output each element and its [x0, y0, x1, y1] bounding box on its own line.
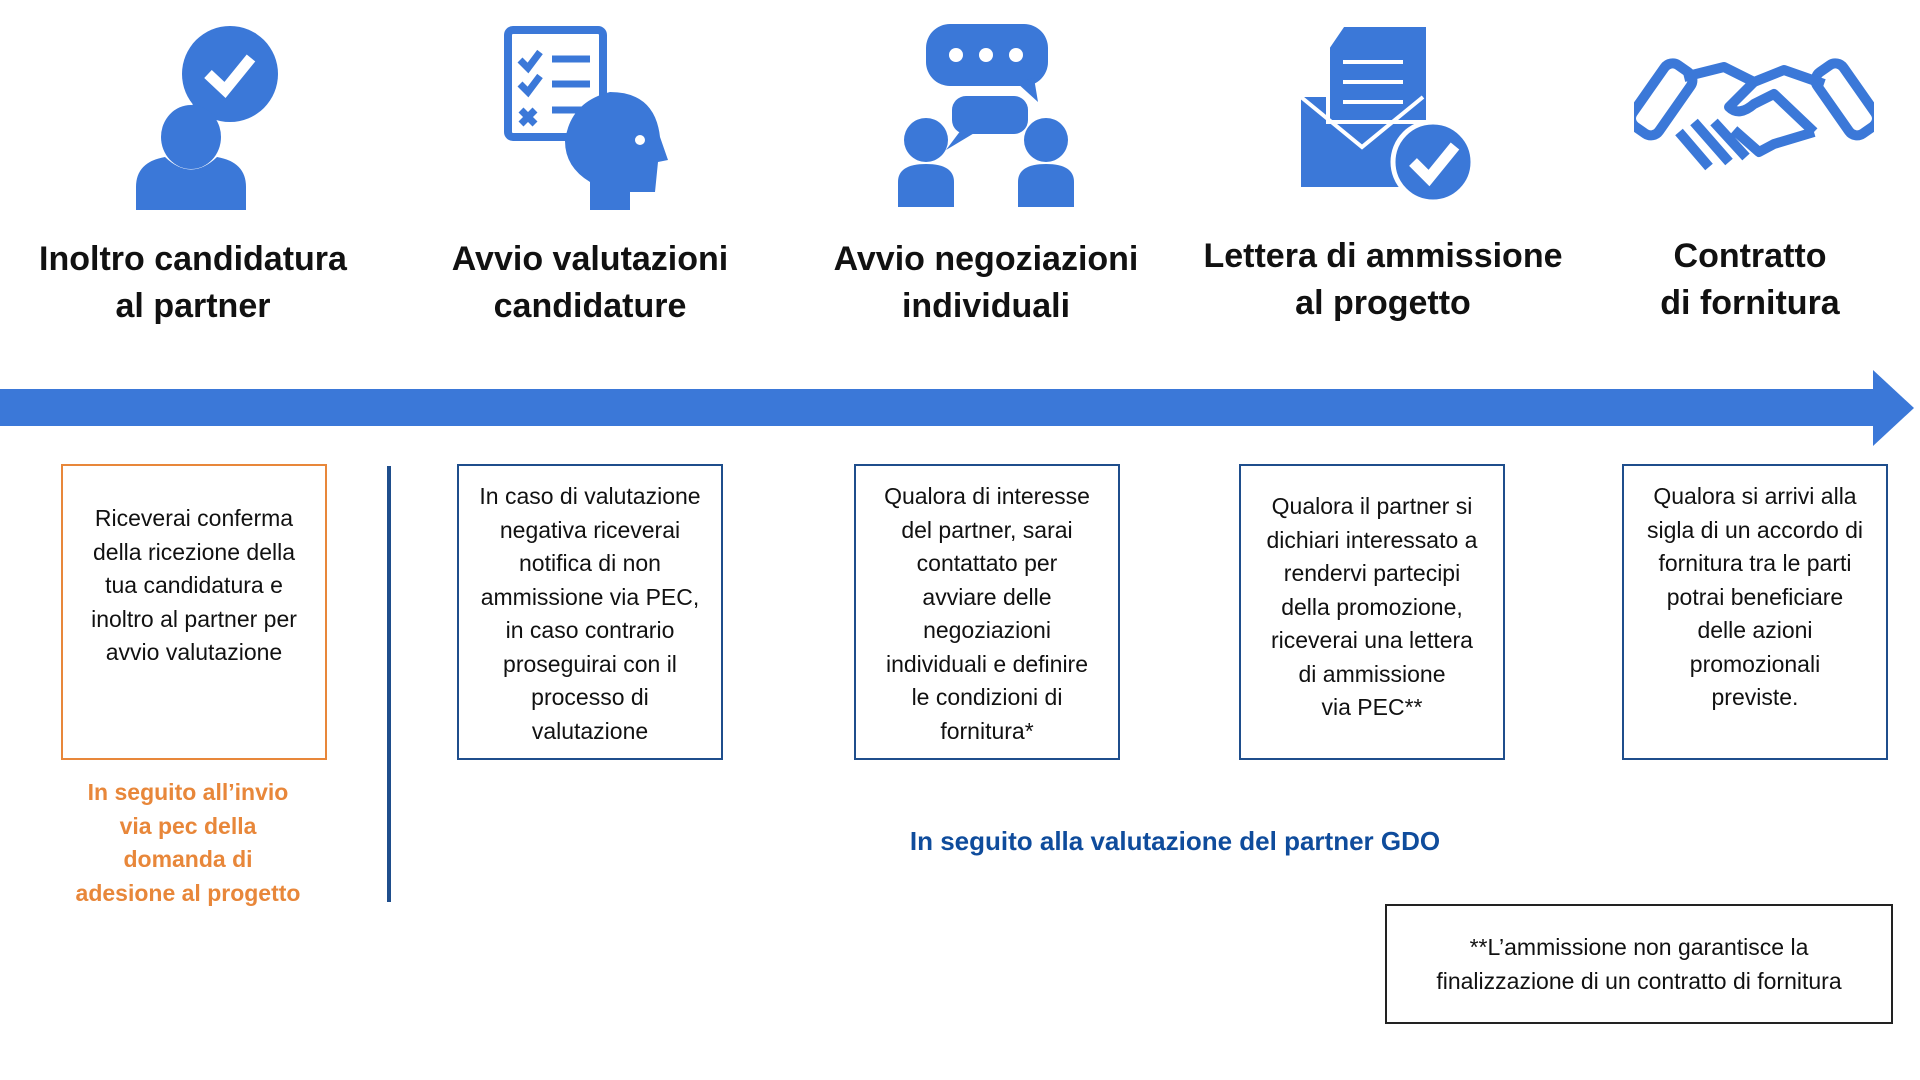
timeline-arrow: [0, 370, 1914, 446]
step-2-description: In caso di valutazione negativa riceverai…: [457, 464, 723, 760]
text-line: **L’ammissione non garantisce la: [1469, 934, 1809, 960]
text-line: via PEC**: [1321, 694, 1423, 720]
text-line: delle azioni: [1697, 617, 1813, 643]
text-line: individuali e definire: [885, 650, 1088, 677]
person-check-bubble-icon: [93, 22, 293, 212]
step-3-description: Qualora di interesse del partner, sarai co…: [854, 464, 1120, 760]
text-line: negoziazioni: [923, 617, 1051, 643]
handshake-icon: [1626, 22, 1882, 212]
step-5-title: Contratto di fornitura: [1555, 233, 1920, 327]
text-line: processo di: [531, 684, 649, 710]
text-line: riceverai una lettera: [1270, 627, 1473, 653]
text-line: via pec della: [119, 812, 257, 839]
footnote-box: **L’ammissione non garantisce la finalizz…: [1385, 904, 1893, 1024]
text-line: le condizioni di: [911, 684, 1063, 710]
divider-line: [387, 466, 391, 902]
text-line: adesione al progetto: [75, 879, 301, 906]
text-line: previste.: [1711, 684, 1799, 710]
text-line: avvio valutazione: [105, 639, 283, 665]
text-line: sigla di un accordo di: [1646, 516, 1864, 543]
head-checklist-icon: [490, 22, 690, 212]
text-line: domanda di: [123, 846, 253, 872]
letter-envelope-check-icon: [1283, 22, 1483, 212]
text-line: Qualora di interesse: [884, 483, 1090, 509]
text-line: contattato per: [916, 550, 1058, 576]
text-line: Qualora si arrivi alla: [1653, 483, 1857, 509]
step-4-description: Qualora il partner si dichiari interessat…: [1239, 464, 1505, 760]
text-line: Riceverai conferma: [94, 505, 294, 531]
step-1-title: Inoltro candidatura al partner: [0, 236, 388, 330]
title-line: di fornitura: [1660, 284, 1840, 322]
text-line: promozionali: [1689, 650, 1821, 677]
step-1-description: Riceverai conferma della ricezione della t…: [61, 464, 327, 760]
text-line: In caso di valutazione: [479, 483, 701, 509]
step-2-title: Avvio valutazioni candidature: [395, 236, 785, 330]
text-line: del partner, sarai: [901, 516, 1073, 543]
people-conversation-icon: [886, 22, 1086, 212]
text-line: tua candidatura e: [105, 572, 283, 598]
text-line: valutazione: [531, 717, 649, 744]
title-line: Contratto: [1673, 237, 1827, 275]
text-line: della promozione,: [1281, 593, 1463, 620]
text-line: di ammissione: [1298, 660, 1446, 687]
text-line: Qualora il partner si: [1271, 493, 1473, 519]
text-line: inoltro al partner per: [91, 605, 297, 632]
text-line: dichiari interessato a: [1266, 526, 1478, 553]
title-line: Avvio negoziazioni: [833, 240, 1139, 278]
text-line: avviare delle: [922, 583, 1052, 610]
title-line: Avvio valutazioni: [451, 240, 729, 278]
text-line: potrai beneficiare: [1666, 583, 1844, 610]
blue-note: In seguito alla valutazione del partner …: [909, 826, 1441, 856]
step-4-title: Lettera di ammissione al progetto: [1188, 233, 1578, 327]
title-line: Inoltro candidatura: [39, 240, 347, 278]
text-line: rendervi partecipi: [1283, 560, 1461, 586]
text-line: proseguirai con il: [503, 650, 677, 677]
text-line: ammissione via PEC,: [480, 583, 700, 610]
title-line: candidature: [493, 287, 687, 325]
text-line: In seguito all’invio: [87, 779, 289, 805]
step-3-title: Avvio negoziazioni individuali: [791, 236, 1181, 330]
orange-note: In seguito all’invio via pec della domanda…: [40, 776, 336, 910]
text-line: fornitura*: [940, 717, 1034, 744]
text-line: della ricezione della: [92, 538, 295, 565]
text-line: fornitura tra le parti: [1658, 550, 1852, 576]
text-line: notifica di non: [519, 550, 661, 576]
text-line: negativa riceverai: [499, 516, 681, 543]
title-line: Lettera di ammissione: [1203, 237, 1563, 275]
title-line: al partner: [115, 287, 271, 325]
text-line: in caso contrario: [505, 617, 675, 643]
step-5-description: Qualora si arrivi alla sigla di un accord…: [1622, 464, 1888, 760]
text-line: finalizzazione di un contratto di fornit…: [1436, 968, 1842, 994]
title-line: individuali: [901, 287, 1071, 325]
title-line: al progetto: [1295, 284, 1471, 322]
